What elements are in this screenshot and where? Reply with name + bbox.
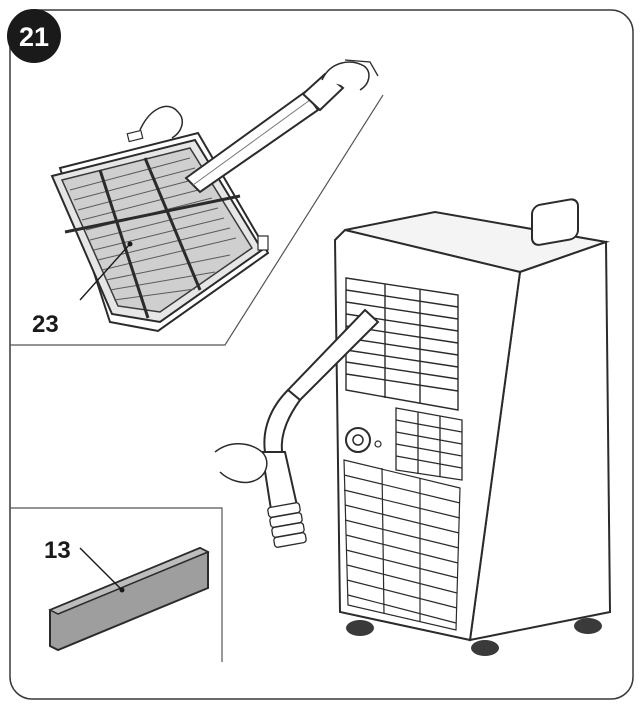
step-number: 21 bbox=[19, 22, 49, 52]
hand-right-icon bbox=[214, 443, 268, 484]
wheel-icon bbox=[346, 620, 374, 636]
filter-pad bbox=[48, 546, 210, 652]
side-handle-icon bbox=[531, 198, 579, 246]
inset-divider-bottom bbox=[10, 507, 223, 662]
wheel-icon bbox=[471, 640, 499, 656]
vacuum-wand-top bbox=[184, 59, 379, 194]
wheel-icon bbox=[574, 618, 602, 634]
callout-leader-13 bbox=[79, 547, 123, 591]
callout-label-13: 13 bbox=[44, 537, 71, 564]
hand-left-icon bbox=[139, 105, 183, 139]
inset-divider-top bbox=[10, 94, 384, 346]
callout-leader-23 bbox=[79, 243, 131, 301]
air-conditioner-unit bbox=[333, 198, 612, 656]
step-badge: 21 bbox=[7, 9, 61, 63]
callout-label-23: 23 bbox=[32, 311, 59, 338]
vacuum-wand-bottom bbox=[214, 308, 380, 548]
